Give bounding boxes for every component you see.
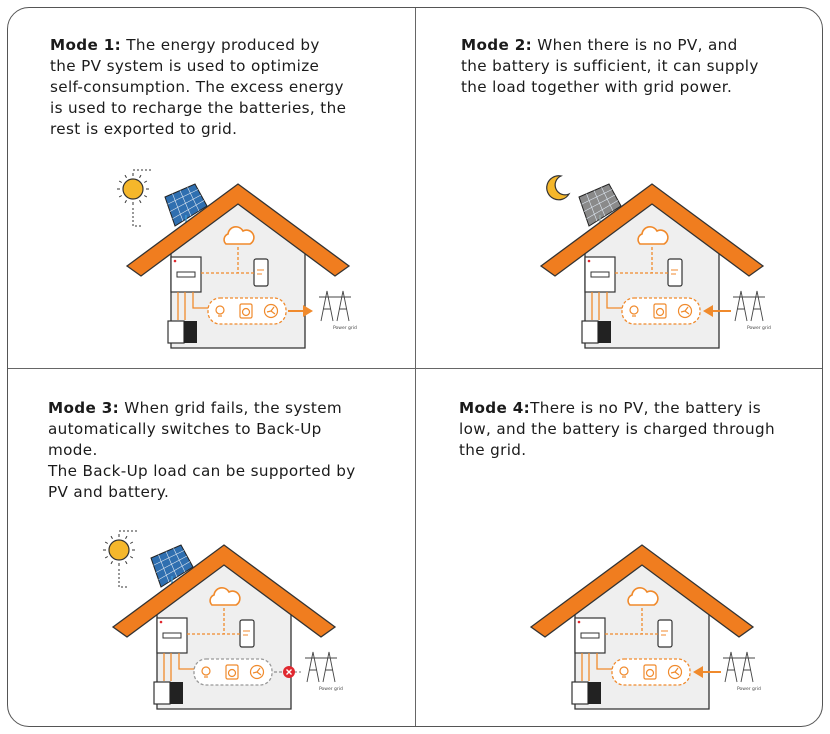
- mode-1-house-scene: Power grid: [117, 169, 357, 349]
- battery-icon: [581, 320, 611, 344]
- mode-1-description: The energy produced by the PV system is …: [50, 36, 347, 138]
- mode-3-panel: Mode 3: When grid fails, the system auto…: [8, 369, 415, 726]
- washing-machine-icon: [239, 303, 253, 319]
- mode-1-text: Mode 1: The energy produced by the PV sy…: [50, 35, 395, 140]
- cloud-icon: [209, 587, 241, 606]
- power-grid-label: Power grid: [737, 686, 761, 692]
- battery-icon: [571, 681, 601, 705]
- mode-4-panel: Mode 4:There is no PV, the battery is lo…: [415, 369, 822, 726]
- mode-4-title: Mode 4:: [459, 399, 531, 417]
- mode-3-description: When grid fails, the system automaticall…: [48, 399, 356, 501]
- light-bulb-icon: [619, 666, 629, 678]
- moon-icon: [546, 175, 571, 201]
- phone-icon: [657, 619, 673, 648]
- communication-link: [201, 247, 254, 274]
- inverter-icon: [156, 617, 188, 654]
- power-lines: [163, 653, 194, 681]
- washing-machine-icon: [225, 664, 239, 680]
- solar-panel-icon: [150, 544, 194, 619]
- house-illustration: Power grid: [117, 169, 357, 349]
- light-bulb-icon: [215, 305, 225, 317]
- power-grid-icon: Power grid: [733, 290, 771, 331]
- fan-icon: [667, 664, 683, 680]
- backup-load-box: [621, 297, 701, 325]
- mode-2-text: Mode 2: When there is no PV, and the bat…: [461, 35, 806, 98]
- house-roof: [539, 183, 765, 277]
- power-lines: [581, 653, 612, 681]
- house-illustration: Power grid: [539, 175, 771, 349]
- backup-load-box: [207, 297, 287, 325]
- mode-4-description: There is no PV, the battery is low, and …: [459, 399, 775, 459]
- modes-diagram: Mode 1: The energy produced by the PV sy…: [7, 7, 823, 727]
- mode-3-text: Mode 3: When grid fails, the system auto…: [48, 398, 408, 503]
- fan-icon: [263, 303, 279, 319]
- sun-dashed-line: [132, 169, 153, 227]
- power-grid-icon: Power grid: [723, 651, 761, 692]
- mode-1-title: Mode 1:: [50, 36, 122, 54]
- communication-link: [615, 247, 668, 274]
- backup-load-box: [193, 658, 273, 686]
- light-bulb-icon: [629, 305, 639, 317]
- inverter-icon: [574, 617, 606, 654]
- vertical-divider: [415, 8, 417, 726]
- import-arrow-head: [693, 666, 703, 678]
- house-illustration: Power grid: [529, 544, 761, 710]
- house-roof: [125, 183, 351, 277]
- cloud-icon: [627, 587, 659, 606]
- sun-dashed-line: [118, 530, 139, 588]
- house-roof: [111, 544, 337, 638]
- communication-link: [187, 608, 240, 635]
- battery-icon: [167, 320, 197, 344]
- cloud-icon: [223, 226, 255, 245]
- inverter-icon: [584, 256, 616, 293]
- power-grid-label: Power grid: [319, 686, 343, 692]
- mode-2-title: Mode 2:: [461, 36, 533, 54]
- grid-failure-icon: [283, 666, 295, 678]
- export-arrow-head: [303, 305, 313, 317]
- power-grid-icon: Power grid: [305, 651, 343, 692]
- cloud-icon: [637, 226, 669, 245]
- mode-3-title: Mode 3:: [48, 399, 120, 417]
- house-illustration: Power grid: [103, 530, 343, 710]
- horizontal-divider: [8, 368, 822, 370]
- mode-4-house-scene: Power grid: [529, 544, 761, 710]
- phone-icon: [667, 258, 683, 287]
- mode-3-house-scene: Power grid: [103, 530, 343, 710]
- mode-2-description: When there is no PV, and the battery is …: [461, 36, 759, 96]
- mode-4-text: Mode 4:There is no PV, the battery is lo…: [459, 398, 809, 461]
- light-bulb-icon: [201, 666, 211, 678]
- power-grid-label: Power grid: [333, 325, 357, 331]
- phone-icon: [239, 619, 255, 648]
- battery-icon: [153, 681, 183, 705]
- inverter-icon: [170, 256, 202, 293]
- fan-icon: [249, 664, 265, 680]
- phone-icon: [253, 258, 269, 287]
- import-arrow-head: [703, 305, 713, 317]
- washing-machine-icon: [653, 303, 667, 319]
- fan-icon: [677, 303, 693, 319]
- power-lines: [177, 292, 208, 320]
- power-lines: [591, 292, 622, 320]
- sun-icon: [117, 169, 153, 227]
- power-grid-icon: Power grid: [319, 290, 357, 331]
- washing-machine-icon: [643, 664, 657, 680]
- communication-link: [605, 608, 658, 635]
- sun-icon: [103, 530, 139, 588]
- mode-2-house-scene: Power grid: [539, 175, 771, 349]
- backup-load-box: [611, 658, 691, 686]
- power-grid-label: Power grid: [747, 325, 771, 331]
- mode-1-panel: Mode 1: The energy produced by the PV sy…: [8, 8, 415, 368]
- mode-2-panel: Mode 2: When there is no PV, and the bat…: [415, 8, 822, 368]
- house-roof: [529, 544, 755, 638]
